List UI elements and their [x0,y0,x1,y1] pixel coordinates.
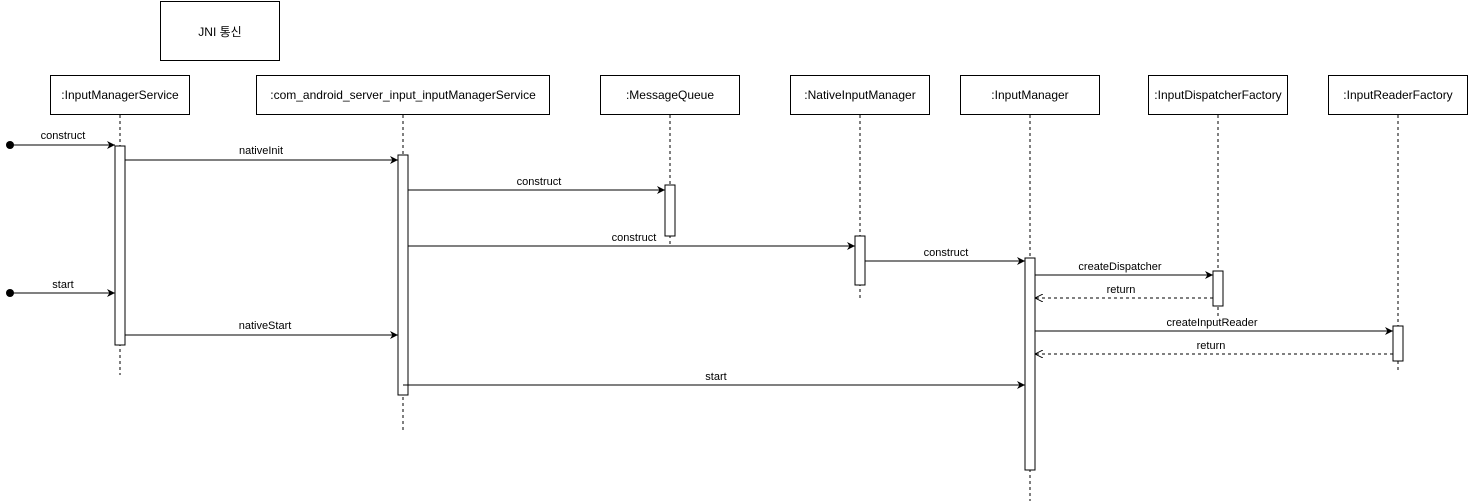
message-label: start [52,279,73,291]
activation-input-manager-service [114,145,126,346]
message-label: createInputReader [1166,317,1257,329]
participant-label: :InputDispatcherFactory [1154,88,1282,102]
activation-com-android-server-input [397,154,409,396]
participant-label: :InputManager [991,88,1069,102]
message-label: construct [924,247,969,259]
jni-note: JNI 통신 [160,1,280,61]
activation-input-reader-factory [1392,325,1404,362]
jni-note-label: JNI 통신 [198,24,242,39]
message-label: start [705,371,726,383]
participant-label: :MessageQueue [625,88,715,102]
message-label: createDispatcher [1078,261,1161,273]
participant-com-android-server-input: :com_android_server_input_inputManagerSe… [256,75,550,115]
participant-label: :InputReaderFactory [1343,88,1453,102]
message-label: construct [517,176,562,188]
participant-label: :InputManagerService [61,88,179,102]
message-label: construct [41,130,86,142]
participant-message-queue: :MessageQueue [600,75,740,115]
activation-input-dispatcher-factory [1212,270,1224,307]
participant-input-manager-service: :InputManagerService [50,75,190,115]
participant-label: :NativeInputManager [804,88,916,102]
participant-input-dispatcher-factory: :InputDispatcherFactory [1148,75,1288,115]
message-label: return [1197,340,1226,352]
message-label: nativeInit [239,145,283,157]
participant-input-reader-factory: :InputReaderFactory [1328,75,1468,115]
participant-input-manager: :InputManager [960,75,1100,115]
participant-label: :com_android_server_input_inputManagerSe… [270,88,536,102]
message-label: nativeStart [239,320,292,332]
activation-input-manager [1024,257,1036,471]
message-label: construct [612,232,657,244]
participant-native-input-manager: :NativeInputManager [790,75,930,115]
message-label: return [1107,284,1136,296]
activation-native-input-manager [854,235,866,286]
activation-message-queue [664,184,676,237]
